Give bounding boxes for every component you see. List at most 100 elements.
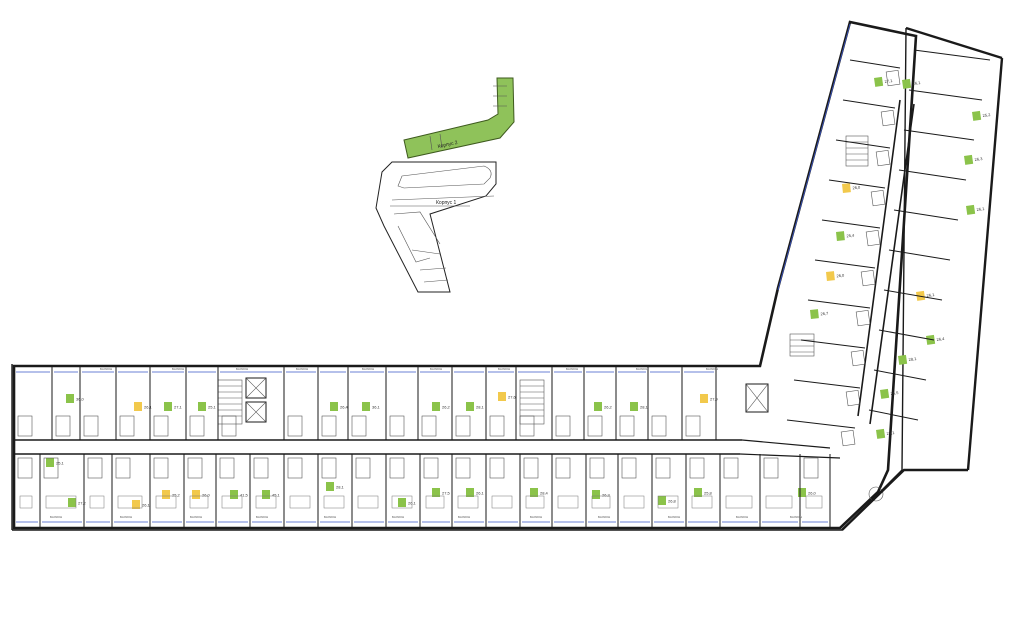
apartment-status-marker [432,402,440,411]
apartment-status-marker [876,428,886,439]
apartment-unit[interactable]: 28,1 [326,482,345,491]
apartment-unit[interactable]: 26,2 [432,402,451,411]
apartment-area-label: 26,2 [442,405,451,410]
balcony-label: БАЛКОН [236,367,248,371]
apartment-area-label: 26,1 [886,430,895,436]
apartment-area-label: 28,1 [336,485,345,490]
apartment-status-marker [530,488,538,497]
apartment-unit[interactable]: 25,1 [198,402,217,411]
apartment-status-marker [630,402,638,411]
apartment-unit[interactable]: 26,4 [330,402,349,411]
apartment-unit[interactable]: 26,1 [132,500,151,509]
apartment-area-label: 27,5 [442,491,451,496]
apartment-unit[interactable]: 25,8 [694,488,713,497]
apartment-unit[interactable]: 28,1 [630,402,649,411]
apartment-status-marker [432,488,440,497]
apartment-status-marker [192,490,200,499]
apartment-unit[interactable]: 45,1 [262,490,281,499]
apartment-unit[interactable]: 36,0 [66,394,85,403]
apartment-unit[interactable]: 26,1 [876,427,896,439]
apartment-area-label: 28,1 [908,356,917,362]
apartment-unit[interactable]: 26,4 [926,333,946,345]
apartment-unit[interactable]: 26,1 [916,289,936,301]
apartment-unit[interactable]: 28,1 [898,353,918,365]
building-2-label: Корпус 2 [437,140,458,150]
apartment-unit[interactable]: 25,2 [162,490,181,499]
apartment-status-marker [466,402,474,411]
apartment-unit[interactable]: 27,1 [874,75,894,87]
apartment-unit[interactable]: 26,1 [134,402,153,411]
apartment-area-label: 25,8 [704,491,713,496]
apartment-area-label: 45,1 [272,493,281,498]
apartment-status-marker [874,76,884,87]
apartment-unit[interactable]: 26,0 [798,488,817,497]
balcony-label: БАЛКОН [100,367,112,371]
apartment-unit[interactable]: 26,3 [592,490,611,499]
apartment-unit[interactable]: 26,8 [658,496,677,505]
apartment-unit[interactable]: 27,9 [700,394,719,403]
apartment-area-label: 26,1 [912,80,921,86]
apartment-status-marker [66,394,74,403]
apartment-unit[interactable]: 27,1 [164,402,183,411]
apartment-status-marker [230,490,238,499]
apartment-area-label: 28,1 [476,405,485,410]
balcony-label: БАЛКОН [598,515,610,519]
apartment-unit[interactable]: 26,1 [398,498,417,507]
apartment-unit[interactable]: 26,1 [466,488,485,497]
apartment-status-marker [132,500,140,509]
apartment-unit[interactable]: 27,6 [498,392,517,401]
balcony-label: БАЛКОН [566,367,578,371]
apartment-unit[interactable]: 26,0 [192,490,211,499]
apartment-status-marker [798,488,806,497]
room-partitions: БАЛКОН БАЛКОН БАЛКОН БАЛКОН БАЛКОН БАЛКОН БАЛК… [13,23,1004,531]
building-2-footprint[interactable] [403,77,515,159]
balcony-label: БАЛКОН [392,515,404,519]
apartment-unit[interactable]: 25,1 [46,458,65,467]
apartment-unit[interactable]: 26,1 [966,203,986,215]
apartment-unit[interactable]: 28,4 [530,488,549,497]
balcony-label: БАЛКОН [324,515,336,519]
apartment-status-marker [966,204,976,215]
building-1-footprint[interactable] [375,161,497,293]
apartment-area-label: 26,1 [976,206,985,212]
apartment-unit[interactable]: 27,2 [68,498,87,507]
apartment-unit[interactable]: 26,0 [826,270,845,281]
apartment-status-marker [964,154,974,165]
apartment-area-label: 27,1 [884,78,893,84]
apartment-unit[interactable]: 25,2 [972,109,992,121]
apartment-unit[interactable]: 26,0 [842,182,861,193]
apartment-area-label: 26,0 [852,185,861,191]
apartment-status-marker [594,402,602,411]
apartment-area-label: 26,8 [668,499,677,504]
apartment-status-marker [836,231,845,241]
apartment-unit[interactable]: 26,2 [594,402,613,411]
apartment-area-label: 26,3 [974,156,983,162]
apartment-units: 36,0 26,1 27,1 25,1 26,4 36,1 26,2 28,1 27,6 26,2… [46,75,992,509]
apartment-status-marker [466,488,474,497]
balcony-label: БАЛКОН [498,367,510,371]
apartment-status-marker [362,402,370,411]
apartment-status-marker [68,498,76,507]
apartment-area-label: 26,4 [936,336,945,342]
apartment-status-marker [198,402,206,411]
apartment-status-marker [398,498,406,507]
apartment-status-marker [592,490,600,499]
apartment-area-label: 28,4 [540,491,549,496]
balcony-label: БАЛКОН [430,367,442,371]
apartment-unit[interactable]: 28,1 [466,402,485,411]
apartment-unit[interactable]: 36,1 [362,402,381,411]
balcony-label: БАЛКОН [668,515,680,519]
apartment-unit[interactable]: 26,7 [810,308,829,319]
apartment-unit[interactable]: 25,4 [836,230,855,241]
apartment-status-marker [902,78,912,89]
apartment-area-label: 26,3 [602,493,611,498]
apartment-unit[interactable]: 41,5 [230,490,249,499]
apartment-unit[interactable]: 27,5 [432,488,451,497]
apartment-unit[interactable]: 26,1 [902,77,922,89]
site-key-plan: Корпус 2 Корпус 1 [375,77,515,293]
balcony-label: БАЛКОН [636,367,648,371]
apartment-unit[interactable]: 26,3 [964,153,984,165]
apartment-area-label: 27,2 [78,501,87,506]
apartment-status-marker [926,334,936,345]
apartment-unit[interactable]: 26,5 [880,387,900,399]
